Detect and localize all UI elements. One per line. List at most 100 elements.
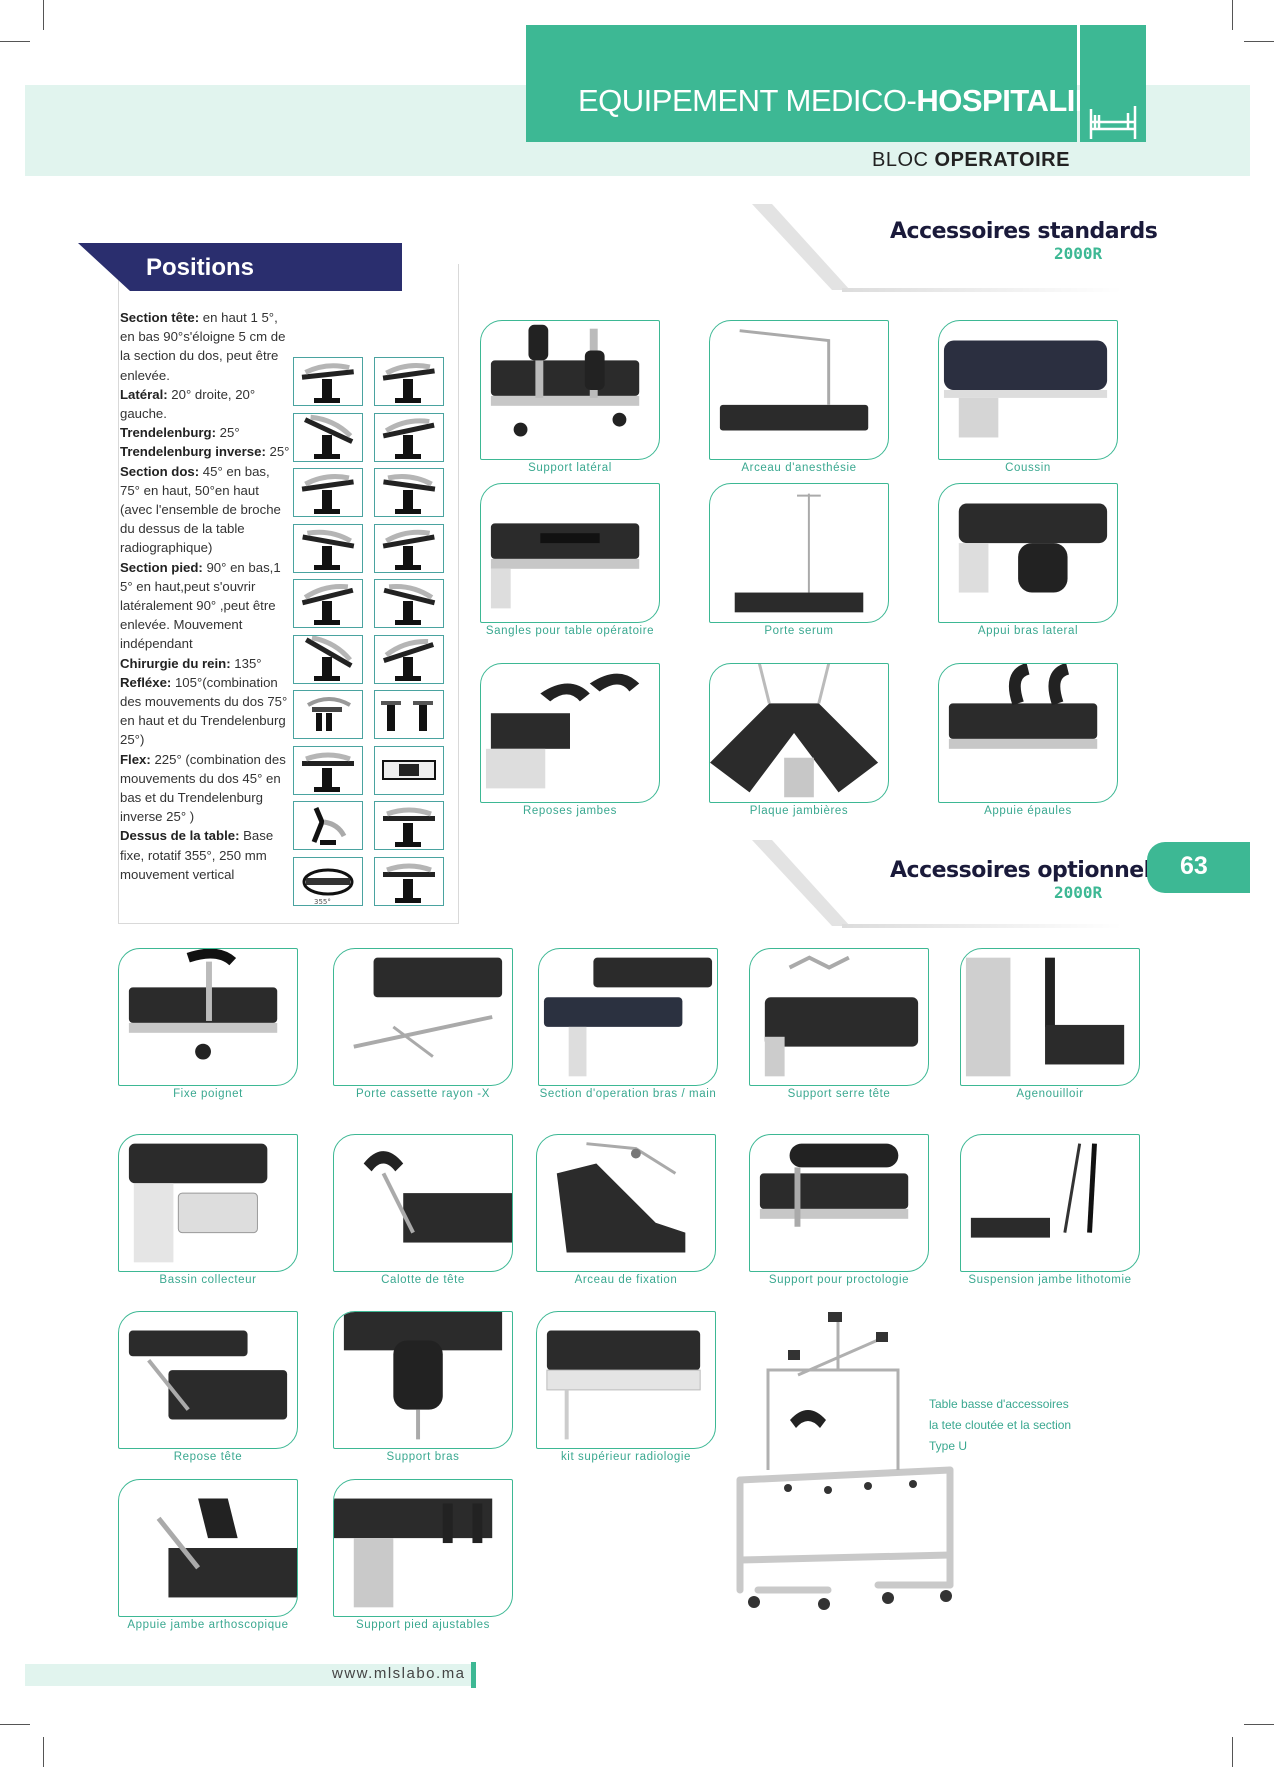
section-slash-decoration <box>752 204 1122 292</box>
position-diagram-icon <box>374 745 444 795</box>
position-item: Flex: 225° (combination des mouvements d… <box>120 751 286 825</box>
accessory-image-card <box>480 320 660 460</box>
position-diagram-icon <box>374 412 444 462</box>
position-diagram-icon <box>374 579 444 628</box>
page-number-tab: 63 <box>1147 842 1250 893</box>
optional-accessories-title: Accessoires optionnels <box>890 858 1164 883</box>
accessory-image-card <box>480 663 660 803</box>
accessory-caption: Sangles pour table opératoire <box>485 625 655 637</box>
accessory-table-illustration <box>736 1312 954 1610</box>
accessory-caption: Agenouilloir <box>1016 1088 1084 1100</box>
accessory-image-card <box>960 1134 1140 1272</box>
bed-icon <box>1089 106 1137 139</box>
accessory-image-card <box>118 1311 298 1449</box>
standard-accessories-title: Accessoires standards <box>890 219 1158 244</box>
accessory-image-card <box>938 320 1118 460</box>
accessory-table-note-line: Table basse d'accessoires <box>929 1397 1069 1411</box>
section-slash-decoration <box>752 840 1122 928</box>
accessory-caption: Porte cassette rayon -X <box>356 1088 490 1100</box>
accessory-image-card <box>536 1134 716 1272</box>
position-diagram-icon <box>293 468 363 517</box>
accessory-image-card <box>709 320 889 460</box>
position-diagram-icon: 355° <box>293 856 363 906</box>
accessory-caption: Coussin <box>1005 462 1051 474</box>
section-subtitle: BLOC OPERATOIRE <box>872 149 1070 171</box>
standard-model-label: 2000R <box>1054 244 1103 263</box>
accessory-caption: Repose tête <box>173 1451 243 1463</box>
accessory-caption: Support latéral <box>528 462 612 474</box>
crop-mark <box>1232 0 1233 30</box>
position-item: Trendelenburg inverse: 25° <box>120 444 290 460</box>
accessory-caption: Calotte de tête <box>381 1274 465 1286</box>
position-item: Chirurgie du rein: 135° <box>120 655 262 671</box>
accessory-table-note-line: Type U <box>929 1439 968 1453</box>
footer-accent-bar <box>471 1662 476 1688</box>
positions-description: Section tête: en haut 1 5°, en bas 90°s'… <box>120 308 292 884</box>
position-diagram-icon <box>293 412 363 462</box>
position-item: Dessus de la table: Base fixe, rotatif 3… <box>120 828 274 882</box>
position-item: Section tête: en haut 1 5°, en bas 90°s'… <box>120 310 286 383</box>
accessory-image-card <box>118 948 298 1086</box>
accessory-image-card <box>333 1479 513 1617</box>
accessory-caption: Porte serum <box>764 625 834 637</box>
accessory-caption: Suspension jambe lithotomie <box>968 1274 1132 1286</box>
accessory-caption: Arceau de fixation <box>574 1274 678 1286</box>
position-diagram-icon <box>293 634 363 684</box>
accessory-caption: Plaque jambières <box>749 805 849 817</box>
accessory-image-card <box>960 948 1140 1086</box>
accessory-image-card <box>118 1134 298 1272</box>
accessory-caption: Bassin collecteur <box>159 1274 257 1286</box>
crop-mark <box>1244 41 1274 42</box>
accessory-image-card <box>709 663 889 803</box>
accessory-caption: Appuie épaules <box>984 805 1072 817</box>
accessory-caption: Support pour proctologie <box>768 1274 910 1286</box>
position-diagram-icon <box>374 801 444 850</box>
accessory-caption: Reposes jambes <box>522 805 618 817</box>
positions-banner <box>78 243 402 291</box>
position-diagram-icon <box>293 523 363 573</box>
accessory-caption: Support serre tête <box>787 1088 891 1100</box>
footer-band <box>25 1664 475 1686</box>
bed-icon-box <box>1080 25 1146 142</box>
optional-model-label: 2000R <box>1054 883 1103 902</box>
rotation-label: 355° <box>314 898 331 905</box>
accessory-caption: Support pied ajustables <box>356 1619 490 1631</box>
accessory-image-card <box>333 1134 513 1272</box>
accessory-caption: kit supérieur radiologie <box>560 1451 692 1463</box>
position-diagram-icon <box>374 523 444 573</box>
position-diagram-icon <box>374 856 444 906</box>
page-title: EQUIPEMENT MEDICO-HOSPITALIER <box>578 83 1117 118</box>
accessory-image-card <box>938 483 1118 623</box>
accessory-image-card <box>118 1479 298 1617</box>
crop-mark <box>43 1737 44 1767</box>
accessory-caption: Arceau d'anesthésie <box>741 462 857 474</box>
position-item: Section dos: 45° en bas, 75° en haut, 50… <box>120 463 281 556</box>
accessory-image-card <box>480 483 660 623</box>
position-diagram-icon <box>293 801 363 850</box>
crop-mark <box>0 1724 30 1725</box>
position-diagram-icon <box>293 690 363 739</box>
position-diagram-icon <box>293 579 363 628</box>
accessory-caption: Appuie jambe arthoscopique <box>127 1619 289 1631</box>
crop-mark <box>43 0 44 30</box>
positions-panel <box>118 264 459 924</box>
position-diagram-icon <box>374 634 444 684</box>
footer-url[interactable]: www.mlslabo.ma <box>332 1665 466 1682</box>
position-item: Refléxe: 105°(combination des mouvements… <box>120 674 288 748</box>
accessory-image-card <box>536 1311 716 1449</box>
position-diagram-icon <box>293 745 363 795</box>
position-item: Section pied: 90° en bas,1 5° en haut,pe… <box>120 559 281 652</box>
accessory-image-card <box>333 948 513 1086</box>
page-number: 63 <box>1180 852 1208 880</box>
crop-mark <box>1244 1724 1274 1725</box>
header-title-box: EQUIPEMENT MEDICO-HOSPITALIER <box>526 25 1117 142</box>
position-diagram-icon <box>374 690 444 739</box>
accessory-image-card <box>333 1311 513 1449</box>
position-diagram-icon <box>374 468 444 517</box>
accessory-caption: Section d'operation bras / main <box>539 1088 717 1100</box>
accessory-image-card <box>938 663 1118 803</box>
accessory-caption: Appui bras lateral <box>977 625 1079 637</box>
positions-title: Positions <box>146 254 255 281</box>
crop-mark <box>0 41 30 42</box>
position-diagram-icon <box>293 357 363 406</box>
